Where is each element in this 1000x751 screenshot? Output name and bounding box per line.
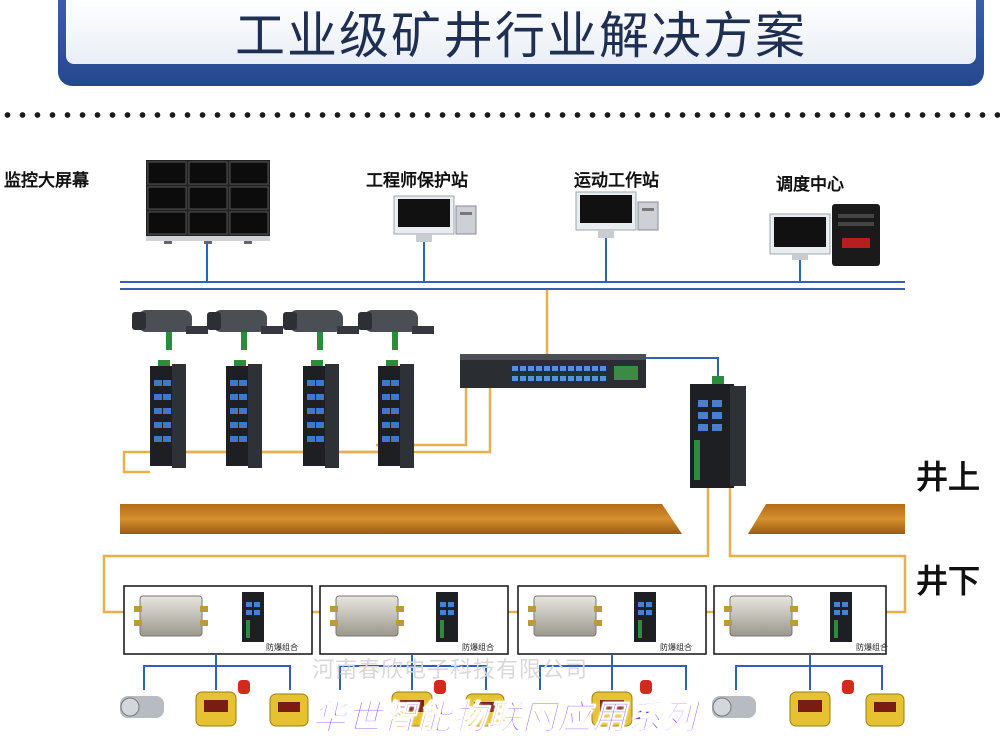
box-label-1: 防爆组合: [266, 643, 298, 652]
sensors-row: [120, 680, 905, 727]
dotted-divider: [0, 112, 1000, 118]
cctv-cameras: [132, 310, 434, 350]
rack-core-switch: [460, 354, 646, 388]
gateway-switch: [690, 376, 746, 488]
page-title: 工业级矿井行业解决方案: [235, 7, 807, 65]
ground-layer: [120, 504, 905, 534]
label-motion-station: 运动工作站: [574, 171, 659, 191]
title-panel: 工业级矿井行业解决方案: [66, 0, 976, 65]
box-components: [134, 592, 852, 642]
dispatch-server-icon: [769, 204, 880, 266]
sensor-lines: [143, 654, 883, 690]
box-label-4: 防爆组合: [856, 643, 888, 652]
watermark: 河南春欣电子科技有限公司: [312, 658, 589, 683]
label-dispatch-center: 调度中心: [776, 175, 844, 195]
box-label-3: 防爆组合: [660, 643, 692, 652]
video-wall-icon: [146, 160, 270, 244]
motion-workstation-icon: [575, 191, 659, 238]
title-banner: 工业级矿井行业解决方案: [58, 0, 984, 86]
label-engineer-station: 工程师保护站: [366, 171, 468, 191]
engineer-workstation-icon: [393, 195, 477, 242]
label-below-ground: 井下: [916, 562, 981, 600]
underground-lines: [102, 488, 907, 614]
top-bus: [120, 238, 905, 290]
footer-slogan: 华世智能物联网应用系列: [312, 698, 697, 739]
box-label-2: 防爆组合: [462, 643, 494, 652]
label-video-wall: 监控大屏幕: [4, 171, 89, 191]
industrial-switches: [150, 360, 414, 468]
label-above-ground: 井上: [916, 458, 981, 496]
